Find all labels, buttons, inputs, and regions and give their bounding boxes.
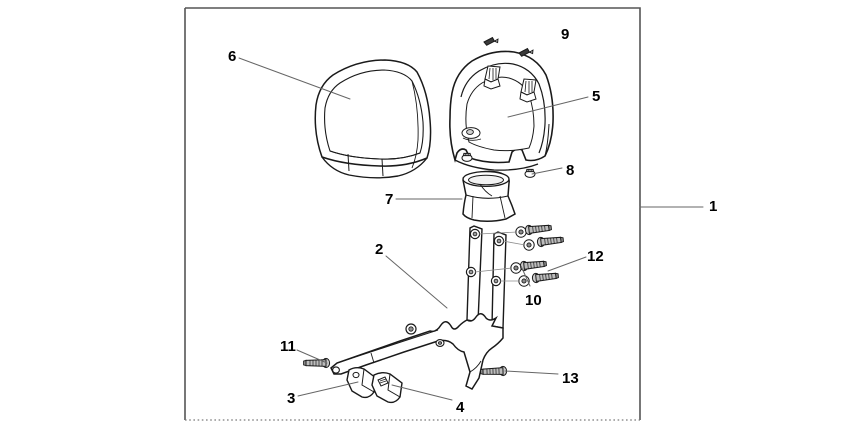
part-washer-row3: [510, 262, 522, 274]
leader-6: [238, 57, 351, 100]
leader-5: [507, 96, 589, 118]
callout-leader-lines: [238, 57, 704, 401]
callout-label-3: 3: [287, 390, 296, 407]
callout-label-9: 9: [561, 26, 570, 43]
diagram-frame: [184, 7, 641, 421]
callout-label-2: 2: [375, 241, 384, 258]
part-clamp-half-left: [346, 367, 377, 399]
part-bolt-lower-foot: [479, 365, 508, 377]
part-collar-cover: [462, 170, 516, 223]
leader-8: [531, 167, 563, 175]
part-backrest-shell: [449, 50, 554, 171]
leader-10: [520, 265, 531, 287]
callout-label-13: 13: [562, 370, 579, 387]
callout-label-11: 11: [280, 338, 296, 355]
callout-label-7: 7: [385, 191, 394, 208]
hardware-guide-lines: [474, 231, 526, 282]
part-clip-upper: [483, 36, 500, 47]
leader-12: [547, 256, 587, 272]
leader-11: [296, 349, 328, 364]
part-washer-row2: [523, 239, 535, 251]
part-bolt-row4: [531, 270, 560, 284]
callout-label-1: 1: [709, 198, 718, 215]
part-clamp-half-right: [371, 372, 403, 404]
callout-label-5: 5: [592, 88, 601, 105]
part-backrest-pad: [314, 59, 432, 179]
callout-label-10: 10: [525, 292, 542, 309]
callout-label-6: 6: [228, 48, 237, 65]
leader-3: [297, 381, 359, 397]
callout-label-12: 12: [587, 248, 604, 265]
part-bracket-arm: [330, 225, 507, 390]
part-washer-row1: [515, 226, 527, 238]
part-bolt-row1: [524, 222, 553, 236]
leader-13: [504, 370, 559, 375]
leader-2: [385, 255, 448, 309]
callout-label-8: 8: [566, 162, 575, 179]
leader-4: [391, 384, 453, 401]
part-bolt-row3: [519, 258, 548, 272]
part-bolt-left-end: [303, 357, 331, 369]
part-nut-shell-left: [461, 152, 473, 162]
callout-label-4: 4: [456, 399, 465, 416]
part-bolt-row2: [536, 234, 565, 248]
